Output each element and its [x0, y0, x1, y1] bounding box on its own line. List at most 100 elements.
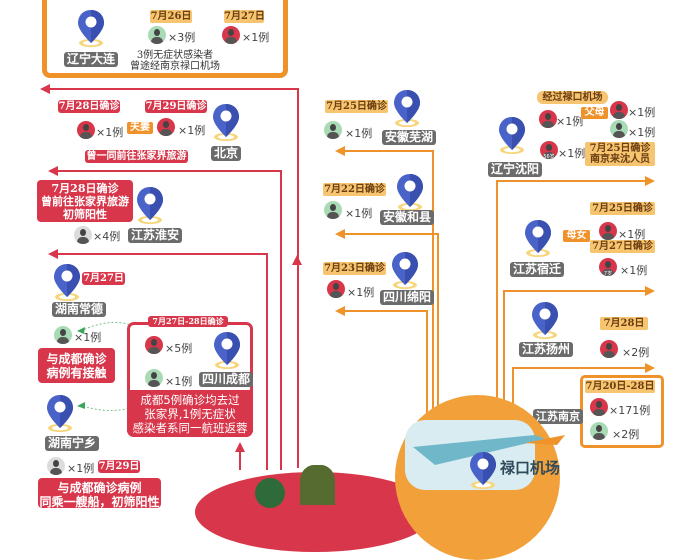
- route-line: [58, 253, 268, 255]
- route-line: [512, 367, 514, 432]
- person-icon: [47, 457, 65, 475]
- date-tag: 7月27日: [224, 10, 265, 23]
- date-tag: 7月27日-28日确诊: [148, 316, 228, 327]
- case-count: ×1例: [67, 462, 95, 475]
- case-count: ×1例: [618, 228, 646, 241]
- note-box: 与成都确诊病例有接触: [38, 348, 115, 383]
- location-pin-icon: [392, 88, 422, 128]
- note: 曾途经南京禄口机场: [130, 61, 220, 72]
- case-count: ×3例: [168, 31, 196, 44]
- route-line: [496, 180, 646, 182]
- location-pin-icon: [211, 102, 241, 142]
- location-label: 北京: [211, 146, 242, 161]
- note-tag: 经过禄口机场: [537, 91, 608, 104]
- route-line: [266, 253, 268, 470]
- person-icon: [54, 326, 72, 344]
- arrow-left-icon: [335, 306, 345, 316]
- location-pin-icon: [212, 330, 242, 370]
- date-tag: 7月27日: [82, 272, 125, 285]
- note: 与成都确诊: [46, 352, 107, 366]
- arrow-left-icon: [48, 166, 58, 176]
- person-icon: [222, 26, 240, 44]
- case-count: ×1例: [74, 331, 102, 344]
- case-count: ×1例: [165, 375, 193, 388]
- arrow-left-icon: [335, 146, 345, 156]
- route-line: [58, 170, 282, 172]
- arrow-right-icon: [645, 286, 655, 296]
- location-label: 江苏南京: [533, 409, 583, 424]
- arrow-left-icon: [48, 249, 58, 259]
- person-icon: [148, 26, 166, 44]
- route-line: [280, 170, 282, 470]
- route-line: [503, 290, 505, 430]
- case-count: ×1例: [96, 126, 124, 139]
- note: 7月28日确诊: [51, 182, 119, 195]
- location-pin-icon: [76, 8, 106, 48]
- note-tag: 曾一同前往张家界旅游: [85, 150, 188, 163]
- age-label: 56岁: [543, 154, 555, 160]
- person-icon: [610, 101, 628, 119]
- date-tag: 7月27日确诊: [590, 240, 655, 253]
- route-line: [512, 367, 646, 369]
- location-label: 湖南常德: [52, 302, 107, 317]
- date-tag: 7月25日确诊: [590, 202, 655, 215]
- person-icon: [540, 141, 558, 159]
- case-count: ×2例: [612, 428, 640, 441]
- age-label: 7岁: [603, 271, 613, 277]
- date-tag: 7月25日确诊: [325, 100, 388, 113]
- person-icon: [539, 110, 557, 128]
- route-line: [345, 233, 439, 235]
- route-line: [496, 180, 498, 430]
- date-tag: 7月28日: [600, 317, 648, 330]
- location-label: 辽宁大连: [64, 52, 119, 67]
- person-icon: [324, 201, 342, 219]
- route-line: [503, 290, 646, 292]
- note-box: 7月28日确诊曾前往张家界旅游初筛阳性: [37, 180, 133, 222]
- note-tag: 7月25日确诊南京来沈人员: [585, 142, 655, 166]
- mountain-icon: [300, 465, 335, 505]
- person-icon: [590, 398, 608, 416]
- person-icon: [324, 121, 342, 139]
- person-icon: [599, 222, 617, 240]
- person-icon: [157, 118, 175, 136]
- case-count: ×1例: [556, 115, 584, 128]
- note: 成都5例确诊均去过: [140, 393, 240, 407]
- route-line: [50, 88, 299, 90]
- person-icon: [600, 340, 618, 358]
- date-tag: 7月29日确诊: [145, 100, 207, 113]
- case-count: ×1例: [347, 286, 375, 299]
- case-count: ×2例: [622, 346, 650, 359]
- location-pin-icon: [523, 218, 553, 258]
- route-line: [437, 233, 439, 433]
- person-icon: [145, 369, 163, 387]
- note: 同乘一艘船，初筛阳性: [39, 495, 160, 508]
- case-count: ×1例: [558, 147, 586, 160]
- relation-tag: 父母: [581, 107, 608, 119]
- note: 病例有接触: [46, 366, 107, 380]
- case-count: ×1例: [178, 124, 206, 137]
- location-label: 四川成都: [199, 372, 254, 387]
- location-pin-icon: [52, 262, 82, 302]
- note: 张家界,1例无症状: [144, 407, 236, 421]
- note: 7月25日确诊: [589, 143, 651, 154]
- arrow-left-icon: [40, 84, 50, 94]
- note-box: 成都5例确诊均去过张家界,1例无症状感染者系同一航班返蓉: [127, 390, 253, 437]
- arrow-left-icon: [335, 229, 345, 239]
- date-tag: 7月23日确诊: [323, 262, 386, 275]
- note: 南京来沈人员: [590, 154, 650, 165]
- arrow-right-icon: [645, 176, 655, 186]
- person-icon: [599, 258, 617, 276]
- location-label: 江苏淮安: [128, 228, 183, 243]
- case-count: ×1例: [345, 127, 373, 140]
- airport-name: 禄口机场: [500, 459, 561, 477]
- contact-link: [77, 321, 151, 411]
- note: 曾前往张家界旅游: [41, 195, 129, 208]
- relation-tag: 母女: [563, 230, 590, 242]
- route-line: [426, 310, 428, 430]
- case-count: ×1例: [345, 207, 373, 220]
- arrow-up-icon: [292, 255, 302, 265]
- location-label: 安徽芜湖: [382, 130, 437, 145]
- date-tag: 7月29日: [98, 460, 140, 473]
- location-label: 江苏扬州: [519, 342, 574, 357]
- person-icon: [590, 422, 608, 440]
